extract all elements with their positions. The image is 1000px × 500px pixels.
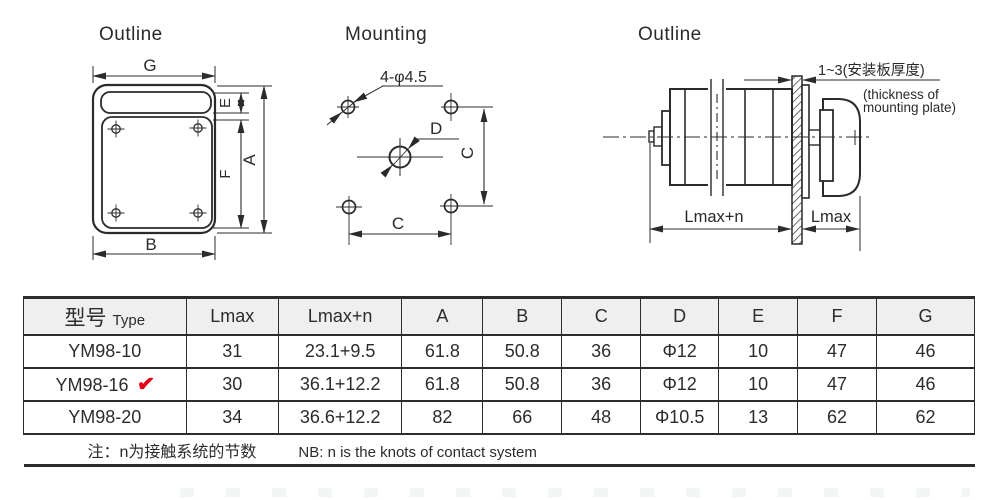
front-view-drawing: Outline G bbox=[91, 24, 272, 260]
cell-b: 50.8 bbox=[482, 334, 563, 369]
dim-lmax-label: Lmax bbox=[811, 208, 852, 226]
switch-label-slot bbox=[100, 91, 212, 114]
header-d: D bbox=[640, 296, 720, 336]
dim-G-label: G bbox=[143, 56, 156, 75]
dim-F-label: F bbox=[217, 169, 234, 178]
cell-a: 61.8 bbox=[401, 334, 484, 369]
table-row-ym98-20: YM98-20 34 36.6+12.2 82 66 48 Φ10.5 13 6… bbox=[23, 400, 976, 435]
model-cell: YM98-20 bbox=[23, 400, 187, 435]
side-view-title: Outline bbox=[638, 24, 702, 45]
note-row: 注：n为接触系统的节数 NB: n is the knots of contact… bbox=[23, 434, 975, 467]
dim-A-label: A bbox=[240, 154, 259, 166]
front-bushing bbox=[819, 109, 834, 182]
header-model-en: Type bbox=[112, 311, 146, 329]
front-panel-holes bbox=[107, 119, 207, 222]
cell-a: 61.8 bbox=[401, 367, 484, 402]
cell-c: 36 bbox=[561, 334, 642, 369]
cell-f: 47 bbox=[797, 334, 877, 369]
dim-lmaxn-label: Lmax+n bbox=[684, 208, 743, 226]
cell-d: Φ12 bbox=[640, 334, 720, 369]
note-cell: 注：n为接触系统的节数 NB: n is the knots of contact… bbox=[23, 434, 975, 467]
table-row-ym98-10: YM98-10 31 23.1+9.5 61.8 50.8 36 Φ12 10 … bbox=[23, 334, 976, 369]
cell-lmax: 34 bbox=[185, 400, 279, 435]
plate-note-cn: 1~3(安装板厚度) bbox=[818, 61, 925, 79]
cell-c: 48 bbox=[561, 400, 642, 435]
plate-note-en-line2: mounting plate) bbox=[863, 100, 956, 115]
dim-B-label: B bbox=[145, 235, 156, 254]
cell-a: 82 bbox=[401, 400, 484, 435]
plate-note-en-line1: (thickness of bbox=[863, 87, 939, 102]
model-label: YM98-20 bbox=[68, 407, 142, 427]
cell-f: 62 bbox=[797, 400, 877, 435]
header-b: B bbox=[482, 296, 563, 336]
cell-lmax: 31 bbox=[185, 334, 279, 369]
dim-D-label: D bbox=[430, 119, 442, 138]
cell-b: 66 bbox=[482, 400, 563, 435]
cell-c: 36 bbox=[561, 367, 642, 402]
cell-d: Φ12 bbox=[640, 367, 720, 402]
header-f: F bbox=[797, 296, 877, 336]
mounting-hole-ext-lines bbox=[440, 106, 493, 207]
dim-E-lines bbox=[213, 92, 249, 114]
center-hole-leader bbox=[380, 136, 459, 178]
cell-e: 13 bbox=[718, 400, 799, 435]
mounting-view-title: Mounting bbox=[345, 24, 427, 45]
header-a: A bbox=[401, 296, 484, 336]
cell-lmax: 30 bbox=[185, 367, 279, 402]
dim-A-lines bbox=[217, 85, 272, 234]
cell-g: 46 bbox=[875, 367, 976, 402]
holes-leader bbox=[326, 85, 443, 126]
spec-table-container: 型号 Type Lmax Lmax+n A B C D E F G YM98-10… bbox=[23, 296, 976, 467]
model-cell: YM98-16 ✔ bbox=[23, 367, 187, 402]
header-lmaxn: Lmax+n bbox=[277, 296, 403, 336]
header-e: E bbox=[718, 296, 799, 336]
mounting-view-drawing: Mounting bbox=[326, 24, 493, 245]
cell-g: 62 bbox=[875, 400, 976, 435]
scan-artifact-strip bbox=[180, 488, 970, 497]
header-model-cn: 型号 bbox=[64, 306, 107, 330]
cell-d: Φ10.5 bbox=[640, 400, 720, 435]
spec-table: 型号 Type Lmax Lmax+n A B C D E F G YM98-10… bbox=[23, 296, 976, 467]
rear-bushing bbox=[801, 84, 810, 199]
dim-F-lines bbox=[213, 119, 249, 229]
cell-lmaxn: 23.1+9.5 bbox=[277, 334, 403, 369]
cell-b: 50.8 bbox=[482, 367, 563, 402]
switch-front-panel bbox=[101, 116, 213, 229]
cell-lmaxn: 36.1+12.2 bbox=[277, 367, 403, 402]
cell-g: 46 bbox=[875, 334, 976, 369]
dim-C-horizontal-label: C bbox=[392, 214, 404, 233]
dim-E-label: E bbox=[217, 98, 234, 108]
side-view-drawing: Outline bbox=[603, 24, 956, 251]
model-cell: YM98-10 bbox=[23, 334, 187, 369]
cell-f: 47 bbox=[797, 367, 877, 402]
header-g: G bbox=[875, 296, 976, 336]
note-en: NB: n is the knots of contact system bbox=[298, 443, 537, 461]
model-label: YM98-10 bbox=[68, 341, 142, 361]
cell-e: 10 bbox=[718, 367, 799, 402]
rear-flange bbox=[661, 110, 671, 166]
header-lmax: Lmax bbox=[185, 296, 279, 336]
note-cn: 注：n为接触系统的节数 bbox=[87, 443, 257, 461]
header-model: 型号 Type bbox=[23, 296, 187, 336]
mounting-plate bbox=[791, 75, 803, 245]
front-view-title: Outline bbox=[99, 24, 163, 45]
dim-B-lines bbox=[92, 236, 216, 260]
dim-G-lines bbox=[92, 66, 216, 83]
model-label: YM98-16 bbox=[55, 375, 129, 395]
header-c: C bbox=[561, 296, 642, 336]
holes-label: 4-φ4.5 bbox=[380, 69, 427, 86]
center-hole-crosshair bbox=[357, 138, 443, 176]
table-row-ym98-16: YM98-16 ✔ 30 36.1+12.2 61.8 50.8 36 Φ12 1… bbox=[23, 367, 976, 402]
dim-C-vertical-label: C bbox=[458, 147, 477, 159]
header-row: 型号 Type Lmax Lmax+n A B C D E F G bbox=[23, 296, 976, 336]
cell-lmaxn: 36.6+12.2 bbox=[277, 400, 403, 435]
cell-e: 10 bbox=[718, 334, 799, 369]
technical-drawings: Outline G bbox=[91, 24, 956, 260]
switch-front-body bbox=[91, 83, 217, 235]
red-check-icon: ✔ bbox=[135, 372, 155, 397]
